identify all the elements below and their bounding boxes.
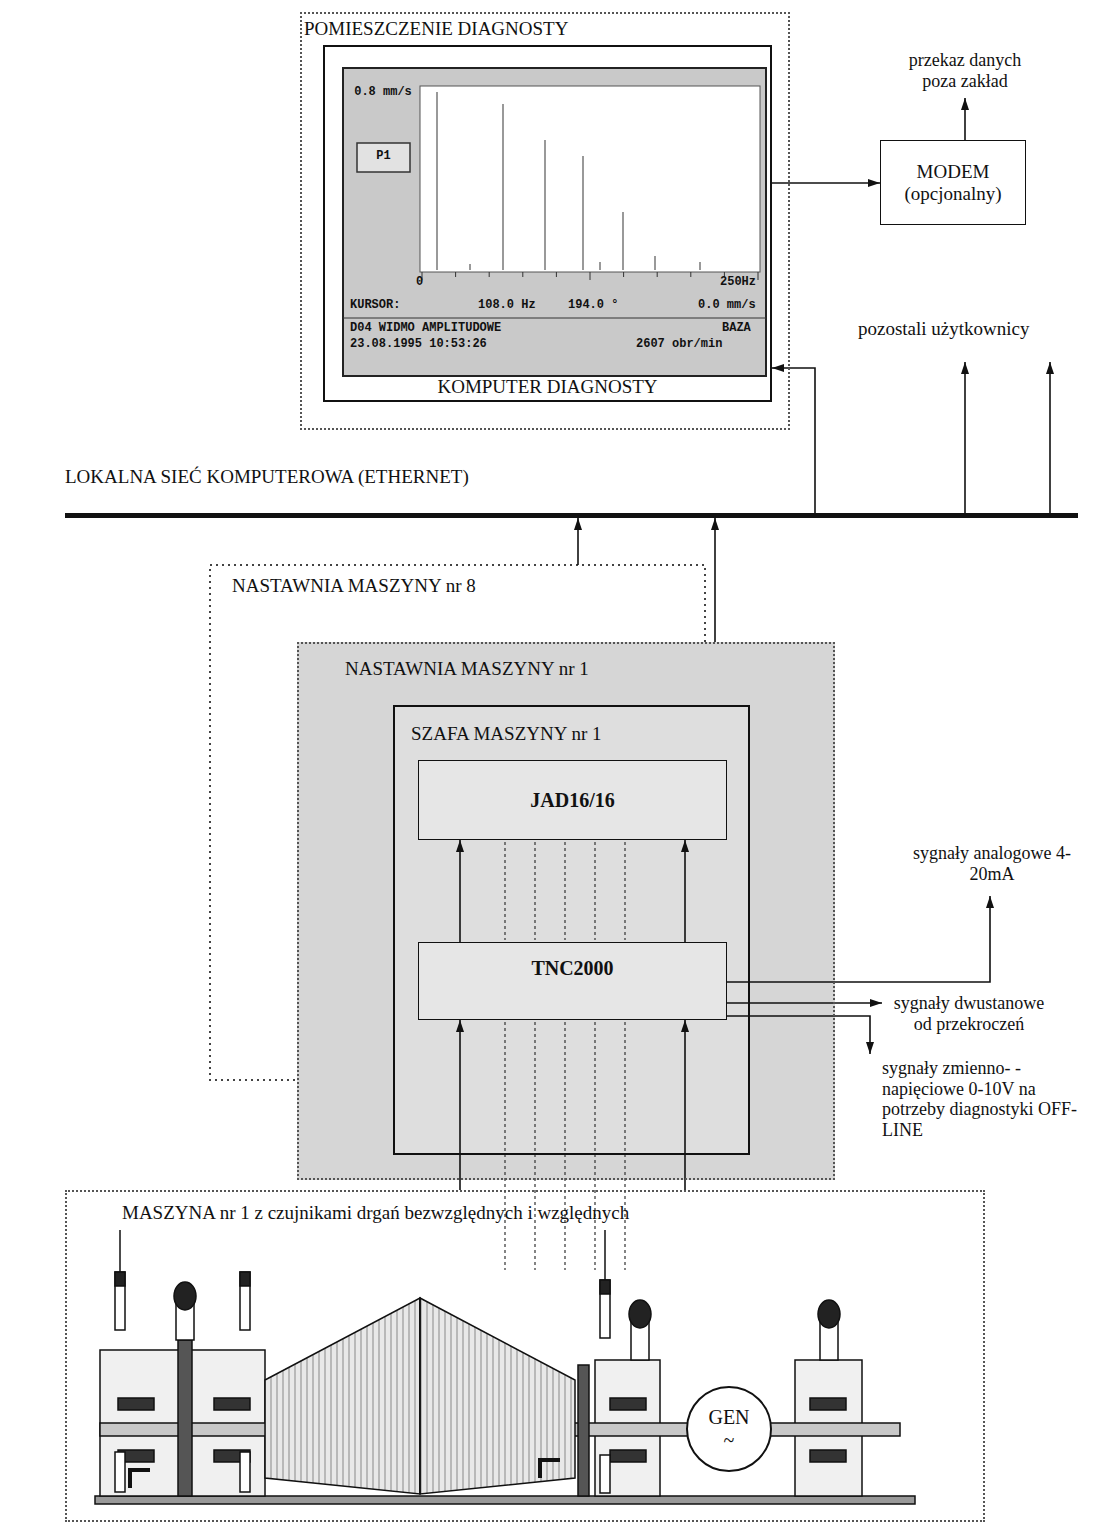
screen-text: KURSOR:	[350, 299, 410, 312]
screen-text: 0.0 mm/s	[698, 299, 764, 312]
node-text: NASTAWNIA MASZYNY nr 1	[345, 658, 589, 680]
connector-arrow	[684, 1020, 686, 1190]
node-text: JAD16/16	[530, 789, 614, 812]
connector-arrow	[459, 840, 461, 942]
screen-text: BAZA	[722, 322, 762, 335]
node-text: MODEM (opcjonalny)	[885, 161, 1021, 205]
generator-circle: GEN~	[686, 1386, 772, 1472]
screen-frame	[343, 68, 766, 376]
node-text: GEN	[708, 1406, 749, 1429]
cabinet-box: SZAFA MASZYNY nr 1 JAD16/16TNC2000	[393, 705, 750, 1155]
module-box: JAD16/16	[418, 760, 727, 840]
node-text: POMIESZCZENIE DIAGNOSTY	[304, 18, 568, 40]
node-text: SZAFA MASZYNY nr 1	[411, 723, 602, 745]
signal-arrow	[727, 98, 1050, 1054]
node-text: NASTAWNIA MASZYNY nr 8	[232, 575, 476, 597]
connector-arrow	[459, 1020, 461, 1190]
screen-text: 108.0 Hz	[478, 299, 548, 312]
modem-box: MODEM (opcjonalny)	[880, 140, 1026, 225]
signal-label: sygnały zmienno- -napięciowe 0-10V na po…	[882, 1058, 1094, 1141]
cabinet-ground	[393, 705, 750, 1155]
room-ground	[297, 642, 835, 1180]
node-text: LOKALNA SIEĆ KOMPUTEROWA (ETHERNET)	[65, 466, 469, 488]
connector-arrow	[714, 518, 716, 642]
note-label: przekaz danych poza zakład	[890, 50, 1040, 91]
connector-arrow	[577, 518, 579, 565]
signal-label: sygnały dwustanowe od przekroczeń	[884, 993, 1054, 1034]
screen-text: D04 WIDMO AMPLITUDOWE	[350, 322, 520, 335]
note-label: pozostali użytkownicy	[858, 318, 1098, 340]
connector-arrow	[772, 368, 815, 515]
node-text: ~	[724, 1429, 735, 1452]
module-ground	[418, 942, 727, 1020]
signal-label: sygnały analogowe 4-20mA	[912, 843, 1072, 884]
plot-area	[420, 86, 760, 272]
machine-region: MASZYNA nr 1 z czujnikami drgań bezwzglę…	[65, 1190, 985, 1522]
spectrum-lines	[437, 92, 700, 270]
node-text: TNC2000	[531, 957, 613, 980]
node-text: KOMPUTER DIAGNOSTY	[437, 376, 657, 398]
network-bus: LOKALNA SIEĆ KOMPUTEROWA (ETHERNET)	[65, 462, 1078, 518]
screen-text: 23.08.1995 10:53:26	[350, 338, 500, 351]
module-box: TNC2000	[418, 942, 727, 1020]
screen-button-text: P1	[357, 150, 410, 163]
room-region: NASTAWNIA MASZYNY nr 1 SZAFA MASZYNY nr 1…	[297, 642, 835, 1180]
screen-text: 2607 obr/min	[636, 338, 736, 351]
axis-label: 250Hz	[720, 276, 765, 289]
node-text: MASZYNA nr 1 z czujnikami drgań bezwzglę…	[122, 1202, 629, 1224]
axis-label: 0	[416, 276, 436, 289]
screen-divider	[343, 318, 766, 319]
connector-arrow	[684, 840, 686, 942]
screen-text: 194.0 °	[568, 299, 628, 312]
screen-button	[357, 143, 410, 172]
room-region: POMIESZCZENIE DIAGNOSTY KOMPUTER DIAGNOST…	[300, 12, 790, 430]
module-ground	[418, 760, 727, 840]
axis-ticks	[422, 272, 758, 280]
machine-drawing	[95, 1230, 915, 1504]
axis-label: 0.8 mm/s	[353, 86, 413, 99]
